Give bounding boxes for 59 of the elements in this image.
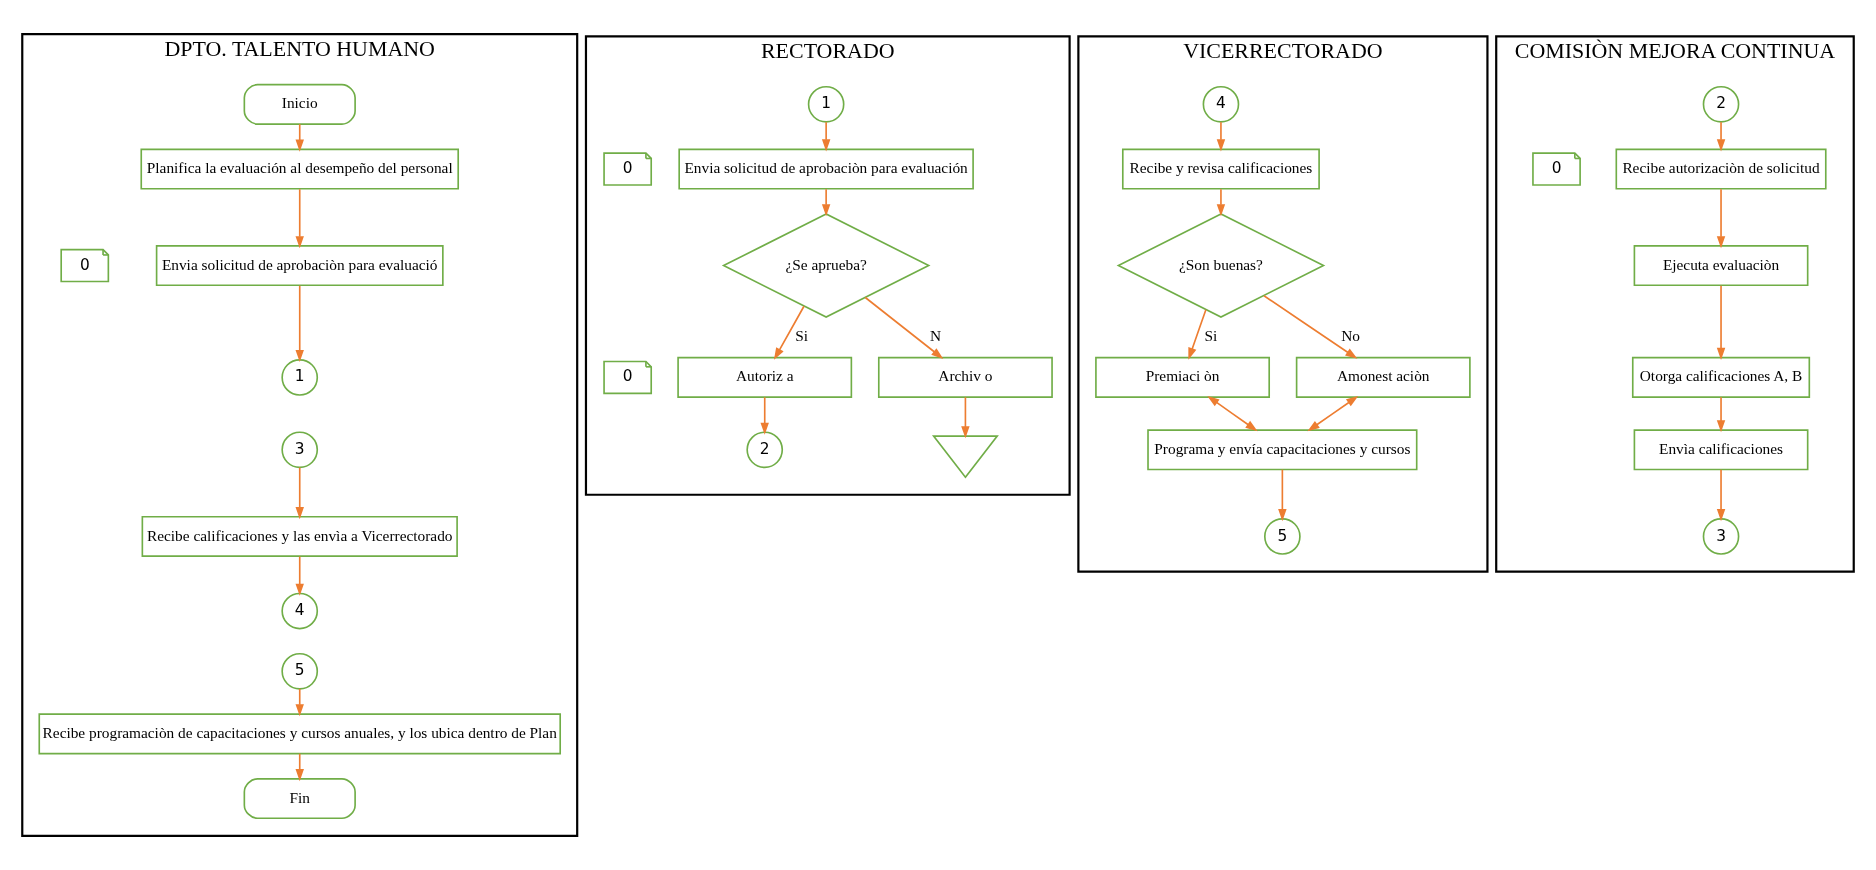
arrow [295, 466, 304, 520]
node-box: Programa y envía capacitaciones y cursos [1147, 429, 1418, 471]
arrow [864, 296, 944, 359]
node-box: Archiv o [877, 356, 1053, 398]
node-box: Envìa calificaciones [1633, 429, 1809, 471]
arrow [760, 396, 769, 435]
node-diamond: ¿Se aprueba? [721, 213, 931, 319]
node-circle: 1 [807, 85, 845, 123]
arrow [295, 688, 304, 717]
arrow [1716, 396, 1726, 433]
node-box: Inicio [243, 83, 356, 125]
node-circle: 4 [1202, 85, 1240, 123]
node-circle: 5 [1264, 518, 1301, 555]
node-circle: 2 [1702, 85, 1740, 123]
arrow [821, 188, 831, 217]
node-box: Ejecuta evaluaciòn [1633, 245, 1809, 287]
node-box: Fin [243, 778, 356, 820]
node-circle: 5 [281, 652, 319, 690]
edge-label: No [1341, 327, 1361, 345]
node-box: Recibe autorizaciòn de solicitud [1615, 148, 1827, 190]
arrow [1263, 294, 1358, 359]
arrow [773, 305, 805, 360]
arrow [295, 555, 304, 596]
node-box: Otorga calificaciones A, B [1631, 356, 1811, 398]
node-box: Recibe y revisa calificaciones [1121, 148, 1320, 190]
arrow [1216, 121, 1226, 152]
node-triangle [931, 435, 999, 479]
arrow [1716, 468, 1726, 522]
arrow [1307, 395, 1359, 432]
edge-label: Si [1204, 327, 1218, 345]
node-box: Premiaci òn [1095, 356, 1271, 398]
node-circle: 3 [281, 431, 319, 469]
arrow [295, 123, 304, 152]
edge-label: Si [795, 327, 809, 345]
node-circle: 2 [746, 431, 784, 469]
arrow [1716, 284, 1726, 360]
node-box: Envia solicitud de aprobaciòn para evaluación [678, 148, 974, 190]
node-box: Amonest aciòn [1295, 356, 1471, 398]
arrow [1716, 121, 1726, 152]
arrow [1716, 188, 1726, 249]
node-box: Planifica la evaluación al desempeño del personal [140, 148, 460, 190]
arrow [1188, 308, 1207, 360]
node-box: Recibe calificaciones y las envìa a Vicerrectorado [141, 515, 458, 557]
node-circle: 4 [281, 592, 319, 630]
arrow [1216, 188, 1226, 217]
node-box: Autoriz a [677, 356, 853, 398]
node-circle: 1 [281, 359, 319, 396]
node-diamond: ¿Son buenas? [1116, 213, 1326, 319]
edge-label: N [929, 327, 942, 345]
arrow [295, 188, 304, 249]
node-box: Envia solicitud de aprobaciòn para evaluació [155, 245, 444, 287]
node-box: Recibe programaciòn de capacitaciones y cursos anuales, y los ubica dentro de Plan [38, 713, 561, 755]
arrow [1207, 395, 1258, 432]
node-circle: 3 [1702, 518, 1740, 555]
arrow [961, 396, 970, 439]
arrow [295, 284, 304, 363]
arrow [821, 121, 831, 152]
arrow [295, 752, 304, 782]
arrow [1278, 468, 1287, 522]
